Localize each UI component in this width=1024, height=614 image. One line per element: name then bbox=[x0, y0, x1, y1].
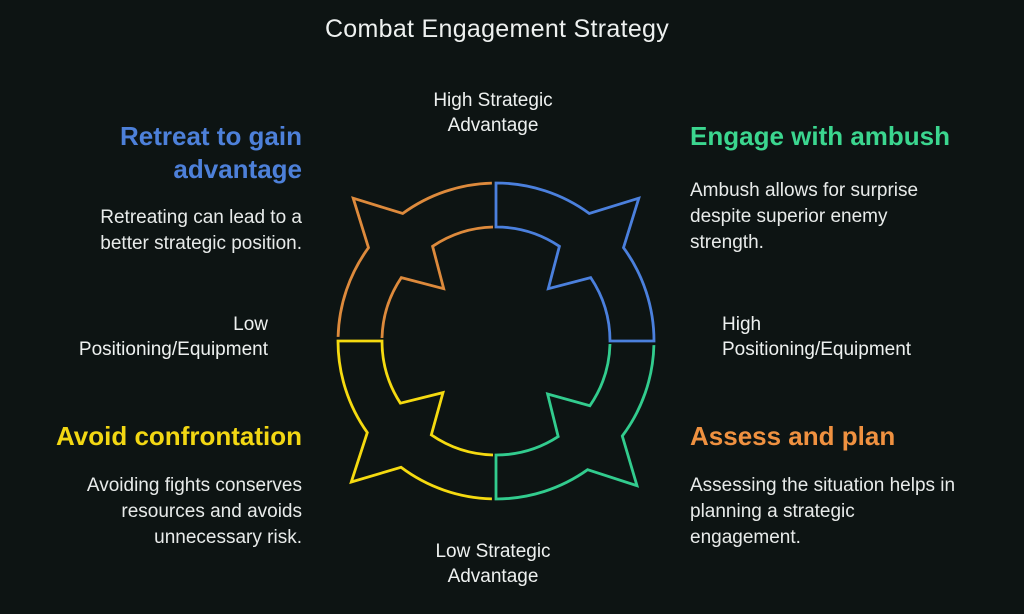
axis-label-top-line2: Advantage bbox=[447, 115, 539, 136]
axis-label-left: Low Positioning/Equipment bbox=[30, 312, 268, 362]
quadrant-top-left-heading: Retreat to gain advantage bbox=[119, 121, 302, 184]
quadrant-bottom-right-heading: Assess and plan bbox=[690, 421, 896, 451]
quadrant-bottom-right-description: Assessing the situation helps in plannin… bbox=[690, 475, 956, 548]
axis-label-bottom-line2: Advantage bbox=[447, 566, 539, 587]
quadrant-bottom-left-description: Avoiding fights conserves resources and … bbox=[86, 475, 302, 548]
axis-label-right-line2: Positioning/Equipment bbox=[722, 339, 912, 360]
cycle-segment-top-left bbox=[336, 181, 494, 339]
axis-label-top: High Strategic Advantage bbox=[363, 88, 623, 138]
quadrant-bottom-left-heading: Avoid confrontation bbox=[55, 421, 302, 451]
axis-label-bottom: Low Strategic Advantage bbox=[363, 539, 623, 589]
cycle-segment-bottom-right bbox=[494, 343, 656, 501]
axis-label-top-line1: High Strategic bbox=[433, 90, 553, 111]
axis-label-right-line1: High bbox=[722, 314, 762, 335]
axis-label-left-line1: Low bbox=[233, 314, 268, 335]
cycle-segment-bottom-left bbox=[336, 339, 494, 501]
quadrant-top-right-description: Ambush allows for surprise despite super… bbox=[690, 180, 919, 253]
quadrant-top-right-heading: Engage with ambush bbox=[690, 121, 951, 151]
quadrant-top-left-description: Retreating can lead to a better strategi… bbox=[100, 207, 302, 254]
axis-label-right: High Positioning/Equipment bbox=[722, 312, 972, 362]
axis-label-left-line2: Positioning/Equipment bbox=[78, 339, 268, 360]
axis-label-bottom-line1: Low Strategic bbox=[435, 541, 551, 562]
cycle-segment-top-right bbox=[494, 181, 656, 343]
diagram-title: Combat Engagement Strategy bbox=[324, 15, 670, 43]
